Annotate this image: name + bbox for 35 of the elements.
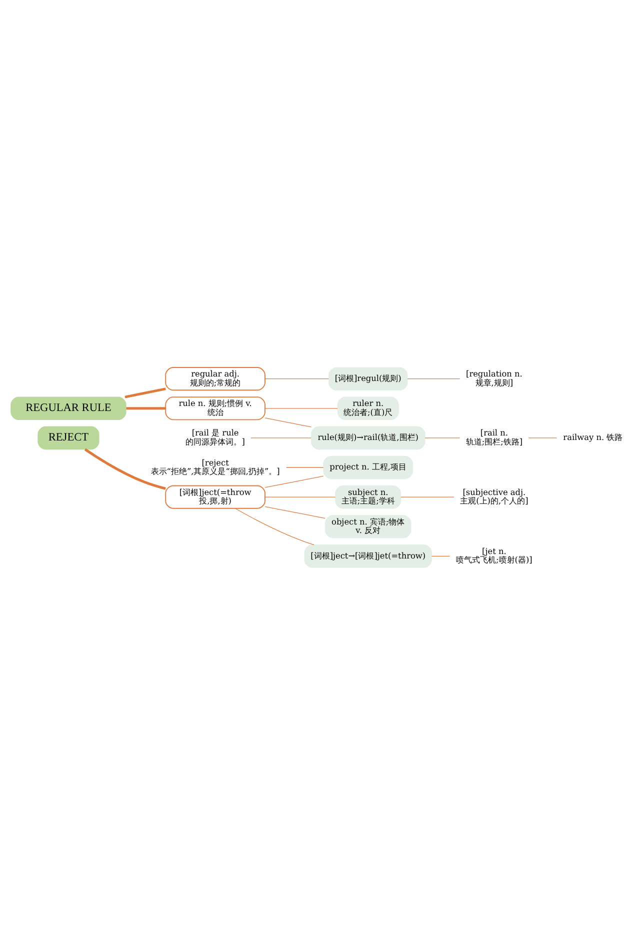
node-box: REGULAR RULE [10,396,126,420]
node-text: [regulation n. 规章,规则] [466,368,522,387]
connector [250,437,312,438]
node-box: regular adj. 规则的;常规的 [165,366,266,390]
node-text: [rail 是 rule 的同源异体词。] [186,427,245,446]
node-text: railway n. 铁路 [563,432,623,442]
node-box: rule(规则)→rail(轨道,围栏) [310,426,426,450]
connector [264,496,336,497]
connector [126,406,166,410]
node-box: [词根]ject(=throw 投,掷,射) [165,484,266,508]
connector [407,378,460,379]
connector [264,475,324,488]
connector [124,387,166,398]
node-box: [词根]ject→[词根]jet(=throw) [304,544,432,568]
node-box: ruler n. 统治者;(直)尺 [337,396,399,420]
node-box: [词根]regul(规则) [328,366,408,390]
node-text: [reject 表示“拒绝”,其原义是“掷回,扔掉”。] [150,456,280,476]
connector [424,437,460,438]
node-box: object n. 宾语;物体 v. 反对 [325,514,412,538]
node-box: rule n. 规则;惯例 v. 统治 [165,396,266,420]
connector [286,466,324,468]
connector [431,555,450,556]
node-box: REJECT [38,426,100,450]
connector [264,378,329,379]
connector [264,417,312,427]
node-box: subject n. 主语;主题;学科 [335,484,402,508]
connector [400,496,454,497]
connector [264,506,326,518]
connector [528,437,558,438]
connector [234,508,314,545]
connector [84,448,166,490]
node-box: project n. 工程,项目 [323,455,414,479]
node-text: [jet n. 喷气式飞机;喷射(器)] [456,545,532,564]
node-text: [rail n. 轨道;围栏;铁路] [466,427,523,446]
node-text: [subjective adj. 主观(上)的,个人的] [460,486,528,506]
